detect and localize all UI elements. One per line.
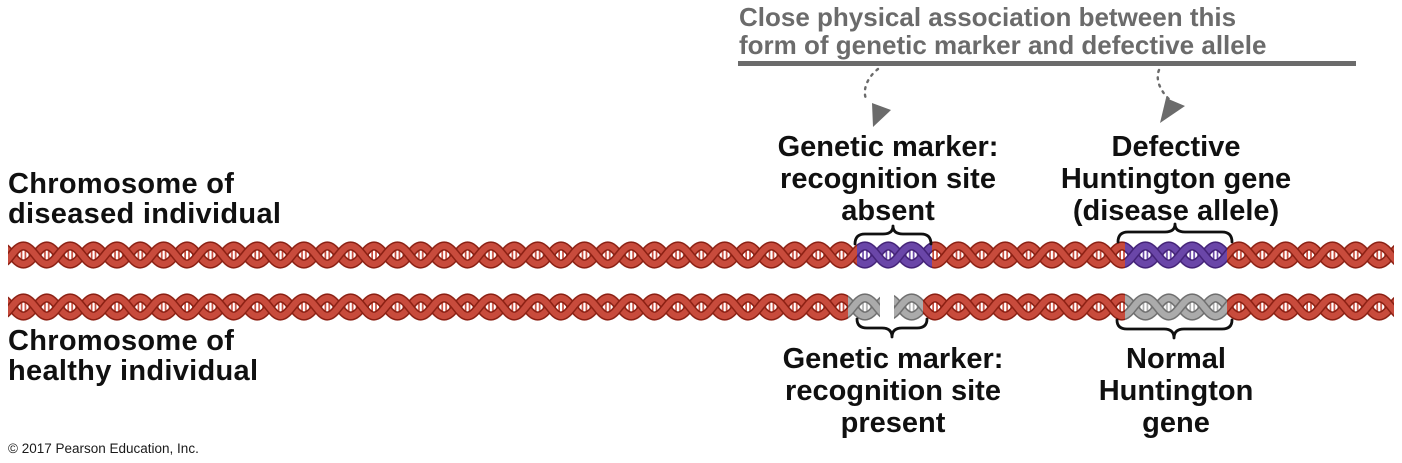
dashed-arrow-right xyxy=(1156,68,1172,102)
callout-underline xyxy=(738,61,1356,66)
label-line: Normal xyxy=(1126,343,1226,375)
label-genetic-marker-absent: Genetic marker: recognition site absent xyxy=(778,131,999,227)
callout-line-2: form of genetic marker and defective all… xyxy=(739,30,1267,60)
label-line: Chromosome of xyxy=(8,168,235,200)
label-line: Defective xyxy=(1111,131,1241,163)
label-line: healthy individual xyxy=(8,355,259,387)
label-line: Huntington xyxy=(1098,375,1254,407)
label-line: Chromosome of xyxy=(8,325,235,357)
label-normal-huntington-gene: Normal Huntington gene xyxy=(1099,343,1254,439)
dna-strand-diseased xyxy=(8,240,1394,270)
label-line: (disease allele) xyxy=(1072,195,1280,227)
callout-heading: Close physical association between this … xyxy=(739,3,1266,59)
arrowhead-right-icon xyxy=(1160,98,1185,123)
label-line: Genetic marker: xyxy=(782,343,1004,375)
label-defective-huntington-gene: Defective Huntington gene (disease allel… xyxy=(1061,131,1291,227)
callout-line-1: Close physical association between this xyxy=(739,2,1237,32)
label-chromosome-healthy: Chromosome of healthy individual xyxy=(8,326,258,386)
dashed-arrow-left xyxy=(863,67,880,101)
label-chromosome-diseased: Chromosome of diseased individual xyxy=(8,169,281,229)
label-line: diseased individual xyxy=(8,198,282,230)
label-line: gene xyxy=(1142,407,1210,439)
arrowhead-left-icon xyxy=(872,103,891,127)
copyright-notice: © 2017 Pearson Education, Inc. xyxy=(8,441,199,456)
label-line: present xyxy=(840,407,946,439)
label-line: Genetic marker: xyxy=(777,131,999,163)
brace-normal-gene xyxy=(1115,318,1234,340)
label-line: recognition site xyxy=(780,163,996,195)
label-line: absent xyxy=(841,195,935,227)
label-line: Huntington gene xyxy=(1060,163,1292,195)
label-genetic-marker-present: Genetic marker: recognition site present xyxy=(783,343,1004,439)
dna-strand-healthy xyxy=(8,292,1394,322)
label-line: recognition site xyxy=(785,375,1001,407)
